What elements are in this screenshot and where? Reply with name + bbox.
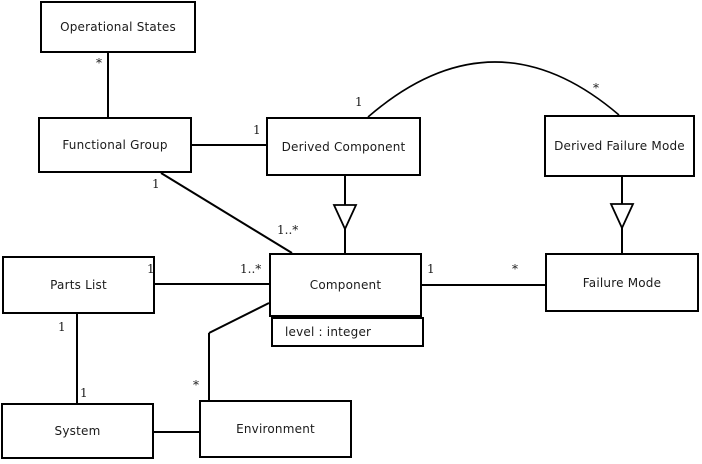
- class-label-failure-mode: Failure Mode: [582, 275, 662, 290]
- class-box-derived-failure-mode[interactable]: Derived Failure Mode: [544, 115, 695, 177]
- class-box-environment[interactable]: Environment: [199, 400, 352, 458]
- class-label-component-attributes: level : integer: [285, 325, 372, 339]
- mult-environment-top: *: [193, 378, 199, 392]
- class-box-component-attributes[interactable]: level : integer: [271, 317, 424, 347]
- mult-derived-failure-mode-arc: *: [593, 81, 599, 95]
- mult-functional-group-diagonal: 1: [152, 177, 160, 191]
- mult-parts-list-bottom: 1: [58, 320, 66, 334]
- class-label-functional-group: Functional Group: [62, 138, 168, 152]
- class-label-environment: Environment: [236, 422, 315, 436]
- mult-parts-list-right: 1: [147, 262, 155, 276]
- class-box-failure-mode[interactable]: Failure Mode: [545, 253, 699, 312]
- class-box-component[interactable]: Component: [269, 253, 422, 317]
- class-box-functional-group[interactable]: Functional Group: [38, 117, 192, 173]
- mult-component-topleft: 1..*: [277, 223, 299, 237]
- class-label-derived-failure-mode: Derived Failure Mode: [554, 139, 685, 153]
- class-label-derived-component: Derived Component: [281, 139, 406, 154]
- mult-operational-states: *: [96, 56, 102, 70]
- mult-system-top: 1: [80, 386, 88, 400]
- mult-component-left: 1..*: [240, 262, 262, 276]
- class-box-parts-list[interactable]: Parts List: [2, 256, 155, 314]
- class-label-component: Component: [309, 278, 382, 292]
- mult-derived-component-arc: 1: [355, 95, 363, 109]
- class-box-derived-component[interactable]: Derived Component: [266, 117, 421, 176]
- class-label-operational-states: Operational States: [60, 20, 176, 34]
- class-box-system[interactable]: System: [1, 403, 154, 459]
- generalization-arrow-derived-component: [332, 204, 358, 232]
- edge-derived-component--derived-failure-mode-arc: [367, 61, 620, 118]
- class-label-parts-list: Parts List: [50, 278, 107, 292]
- mult-component-right: 1: [427, 262, 435, 276]
- class-label-system: System: [54, 424, 101, 438]
- class-box-operational-states[interactable]: Operational States: [40, 1, 196, 53]
- generalization-arrow-derived-failure-mode: [609, 203, 635, 231]
- mult-derived-component-left: 1: [253, 123, 261, 137]
- mult-failure-mode-left: *: [512, 262, 518, 276]
- edge-component--environment-diagonal: [208, 302, 270, 334]
- edge-functional-group--component: [160, 172, 293, 254]
